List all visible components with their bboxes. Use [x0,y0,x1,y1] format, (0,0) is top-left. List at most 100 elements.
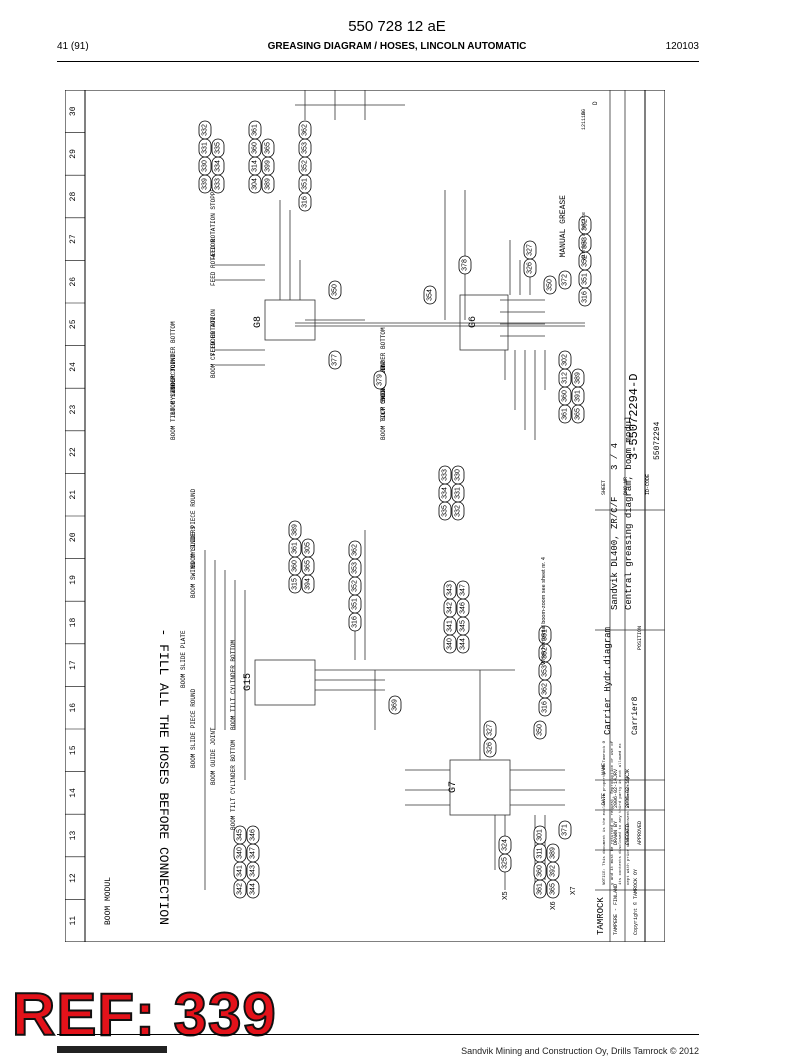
connector-label: X5 [502,891,509,900]
part-number: 325 [502,857,509,869]
part-bubble: 302 [558,350,572,370]
part-number: 361 [562,408,569,420]
date-label: DATE [601,793,607,805]
footer-logo [57,1046,167,1053]
fill-hoses-note: - FILL ALL THE HOSES BEFORE CONNECTION [156,629,171,925]
part-number: 360 [252,142,259,154]
part-bubble: 350 [328,280,342,300]
part-bubble: 354 [423,285,437,305]
hose-label: BOOM SLIDE PIECE ROUND [190,488,197,568]
part-bubble: 342 [443,598,457,618]
zoom-note: When horizontal boom-zoom see sheet nr. … [541,557,547,665]
part-number: 365 [265,142,272,154]
part-bubble-outline [288,520,302,540]
hose-label: FEED ROTATION STOPPER [210,184,217,260]
part-number: 377 [332,354,339,366]
part-number: 353 [542,665,549,677]
part-bubble: 399 [261,156,275,176]
part-bubble: 352 [348,576,362,596]
part-bubble: 351 [578,269,592,289]
part-number: 389 [575,372,582,384]
part-number: 389 [265,178,272,190]
part-number: 345 [460,620,467,632]
part-bubble-outline [373,370,387,390]
part-bubble: 326 [523,258,537,278]
part-number: 361 [252,124,259,136]
ref-stamp: REF: 339 [11,981,277,1048]
part-number: 391 [575,390,582,402]
hose-label: BOOM SWING CYLINDERS [190,526,197,598]
part-bubble: 361 [558,404,572,424]
part-bubble: 352 [538,643,552,663]
document-number: 550 728 12 aE [348,18,446,35]
part-number: 330 [455,469,462,481]
footer-text: Sandvik Mining and Construction Oy, Dril… [461,1046,699,1056]
part-bubble: 360 [288,556,302,576]
part-bubble: 394 [301,574,315,594]
revision-number: D [592,101,599,105]
part-bubble: 343 [443,580,457,600]
part-bubble: 335 [438,501,452,521]
column-number: 18 [69,618,78,628]
part-bubble: 326 [483,738,497,758]
part-number: 372 [562,274,569,286]
drawing-number: 3-55072294-D [627,374,641,460]
part-bubble: 316 [578,287,592,307]
part-number: 362 [542,683,549,695]
part-bubble: 379 [373,370,387,390]
dwg-label: DWG NR [623,477,629,495]
column-number: 11 [69,916,78,926]
part-number: 379 [377,374,384,386]
part-bubble: 342 [233,879,247,899]
part-bubble: 332 [451,501,465,521]
id-code-label: ID-CODE [645,474,651,495]
part-bubble: 353 [578,233,592,253]
product-name: Sandvik DL400, ZR/C/F [610,497,620,610]
part-bubble: 350 [543,275,557,295]
checked-name: KJK [625,769,631,778]
part-bubble: 365 [546,879,560,899]
part-bubble: 392 [546,861,560,881]
part-bubble: 351 [348,594,362,614]
part-bubble-outline [423,285,437,305]
part-number: 316 [352,616,359,628]
part-bubble: 391 [571,386,585,406]
part-bubble-outline [523,240,537,260]
part-bubble: 365 [301,556,315,576]
part-number: 389 [292,524,299,536]
column-number: 14 [69,788,78,798]
connector-label: X6 [550,901,557,910]
part-number: 331 [455,487,462,499]
part-bubble-outline [248,120,262,140]
part-bubble-outline [246,825,260,845]
part-bubble: 347 [456,580,470,600]
drawn-name: JRV [613,769,619,778]
group-label: G7 [448,781,459,793]
part-bubble: 346 [246,825,260,845]
part-number: 341 [447,620,454,632]
part-bubble: 377 [328,350,342,370]
part-number: 353 [352,562,359,574]
carrier-title: Carrier Hydr.diagram [603,627,613,735]
part-bubble: 315 [288,574,302,594]
part-number: 350 [332,284,339,296]
part-bubble: 361 [288,538,302,558]
part-bubble: 365 [571,404,585,424]
part-number: 314 [252,160,259,172]
column-number: 25 [69,319,78,329]
part-bubble: 389 [288,520,302,540]
part-bubble: 389 [261,174,275,194]
part-number: 311 [537,847,544,858]
part-number: 360 [537,865,544,877]
footer-rule [57,1034,699,1035]
part-bubble-outline [558,270,572,290]
part-bubble: 360 [248,138,262,158]
part-number: 347 [460,584,467,596]
part-number: 335 [442,505,449,517]
part-number: 326 [487,742,494,754]
part-bubble: 314 [248,156,262,176]
part-number: 362 [302,124,309,136]
part-bubble-outline [348,540,362,560]
part-number: 342 [237,883,244,895]
part-bubble: 341 [233,861,247,881]
